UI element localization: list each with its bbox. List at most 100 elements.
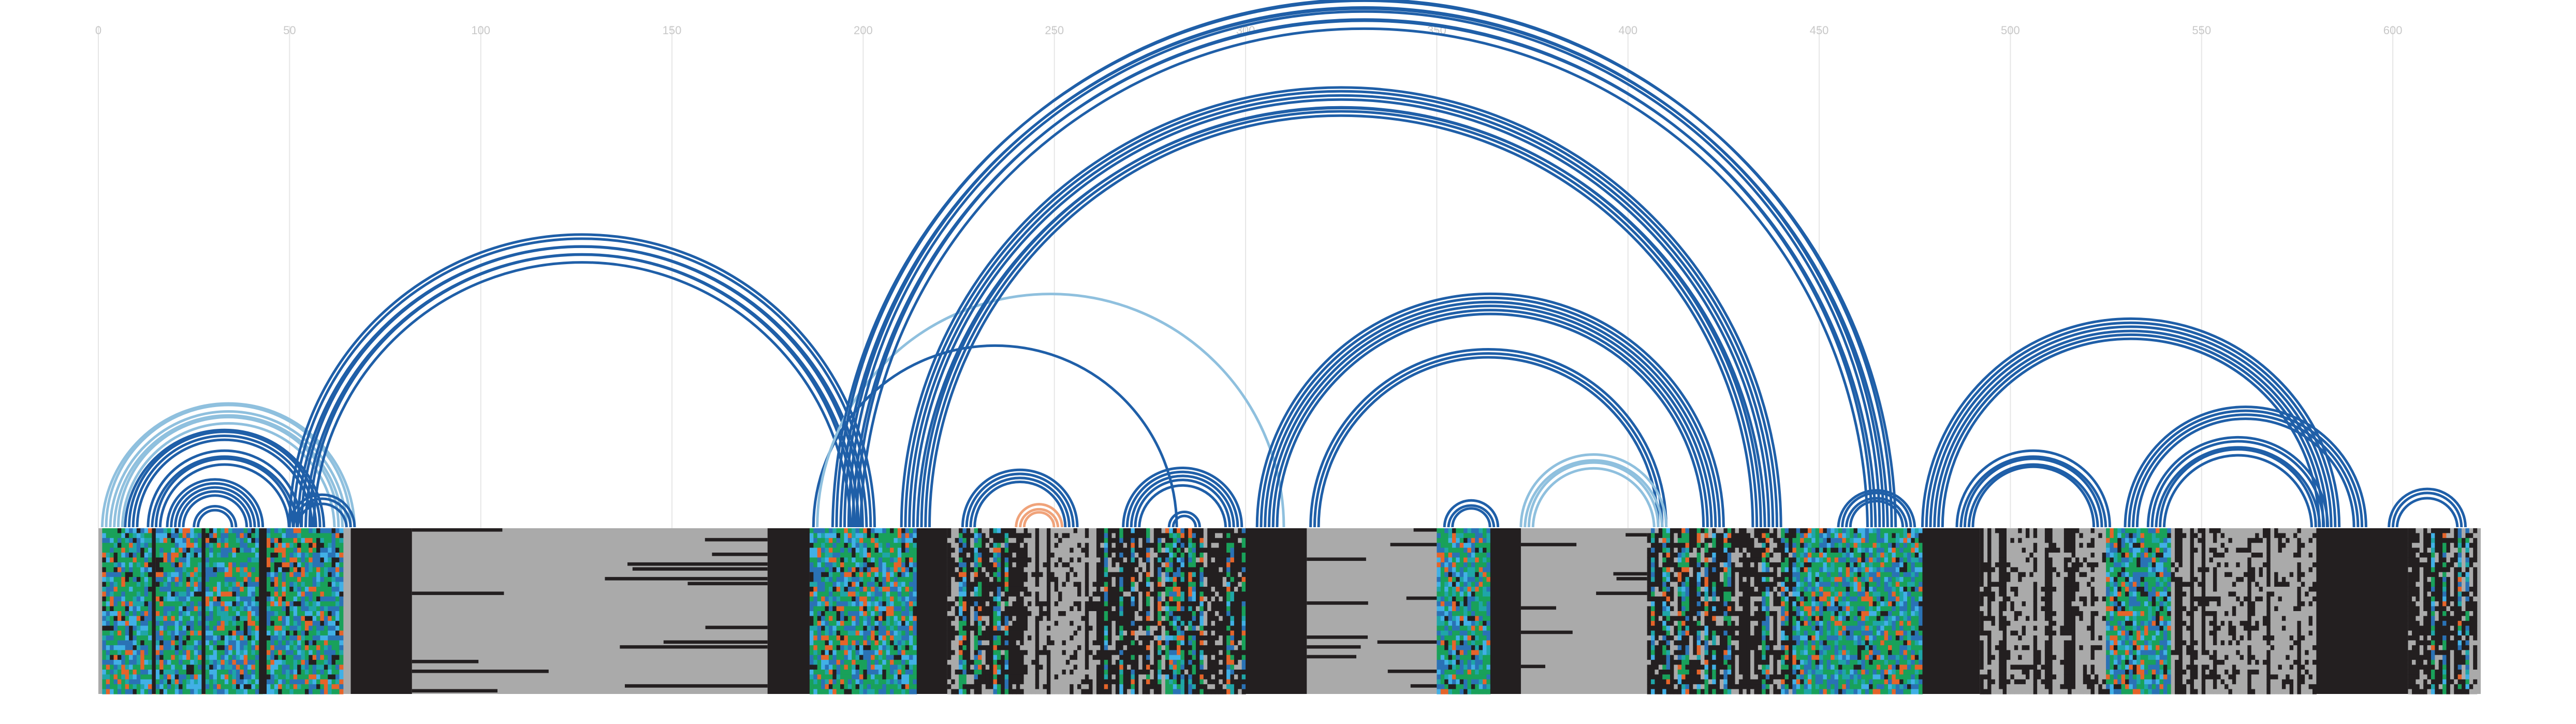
msa-cell [966, 567, 971, 573]
msa-cell [836, 684, 841, 690]
msa-cell [1108, 664, 1113, 670]
msa-cell [209, 543, 214, 548]
msa-cell [289, 650, 294, 656]
msa-cell [304, 630, 309, 636]
msa-cell [821, 660, 826, 665]
msa-cell [209, 601, 214, 607]
msa-cell [174, 572, 179, 577]
msa-cell [182, 582, 187, 587]
msa-cell [255, 679, 259, 685]
msa-cell [198, 645, 202, 650]
msa-cell [1081, 547, 1086, 553]
msa-cell [121, 626, 126, 631]
msa-cell [1001, 655, 1005, 660]
msa-cell [228, 557, 233, 563]
msa-cell [301, 630, 305, 636]
msa-cell [1150, 655, 1154, 660]
msa-cell [1096, 591, 1101, 597]
msa-cell [1146, 664, 1150, 670]
msa-cell [106, 553, 110, 558]
msa-cell [209, 630, 214, 636]
msa-cell [1127, 557, 1132, 563]
msa-cell [1004, 533, 1009, 539]
msa-cell [825, 557, 829, 563]
msa-cell [840, 601, 845, 607]
msa-cell [121, 606, 126, 612]
msa-cell [267, 660, 271, 665]
msa-cell [320, 567, 325, 573]
msa-cell [1031, 577, 1036, 583]
msa-cell [167, 562, 171, 568]
msa-cell [267, 577, 271, 583]
msa-cell [1001, 669, 1005, 675]
msa-cell [1131, 689, 1135, 694]
msa-cell [339, 547, 344, 553]
msa-cell [1127, 626, 1132, 631]
msa-cell [205, 543, 210, 548]
msa-cell [867, 674, 871, 680]
msa-cell [301, 553, 305, 558]
msa-cell [159, 596, 164, 602]
msa-cell [216, 679, 221, 685]
msa-cell [282, 650, 286, 656]
msa-cell [320, 635, 325, 641]
msa-cell [1050, 669, 1055, 675]
msa-cell [267, 674, 271, 680]
msa-cell [947, 572, 952, 577]
msa-cell [844, 689, 848, 694]
msa-cell [155, 640, 160, 646]
msa-cell [1020, 660, 1024, 665]
msa-cell [840, 596, 845, 602]
msa-cell [159, 655, 164, 660]
msa-cell [809, 674, 814, 680]
msa-cell [863, 562, 868, 568]
msa-cell [962, 533, 967, 539]
msa-cell [209, 626, 214, 631]
msa-cell [1050, 572, 1055, 577]
msa-cell [312, 674, 317, 680]
msa-cell [1004, 562, 1009, 568]
msa-cell [977, 611, 982, 617]
msa-cell [182, 606, 187, 612]
msa-cell [136, 679, 141, 685]
msa-cell [1077, 528, 1082, 534]
msa-cell [1085, 591, 1089, 597]
msa-cell [1065, 601, 1070, 607]
msa-cell [1142, 572, 1147, 577]
msa-cell [1104, 635, 1108, 641]
msa-cell [1035, 660, 1040, 665]
msa-cell [129, 577, 134, 583]
msa-cell [278, 616, 283, 621]
msa-cell [304, 557, 309, 563]
msa-cell [1054, 582, 1059, 587]
msa-cell [840, 630, 845, 636]
msa-cell [1062, 650, 1066, 656]
msa-cell [985, 669, 990, 675]
msa-cell [213, 586, 217, 592]
msa-cell [297, 572, 302, 577]
msa-cell [852, 640, 856, 646]
msa-cell [859, 679, 863, 685]
msa-cell [129, 689, 134, 694]
msa-cell [1146, 601, 1150, 607]
msa-cell [1008, 543, 1013, 548]
msa-cell [1070, 582, 1074, 587]
msa-cell [240, 567, 244, 573]
msa-cell [817, 601, 822, 607]
msa-cell [894, 640, 898, 646]
msa-cell [1046, 674, 1051, 680]
msa-cell [993, 557, 998, 563]
msa-cell [913, 553, 917, 558]
tick-label: 600 [2383, 24, 2403, 37]
msa-cell [1050, 664, 1055, 670]
msa-cell [1108, 567, 1113, 573]
msa-cell [1115, 669, 1120, 675]
msa-cell [148, 669, 153, 675]
msa-cell [993, 660, 998, 665]
msa-cell [847, 679, 852, 685]
msa-cell [186, 669, 191, 675]
msa-cell [817, 562, 822, 568]
msa-cell [171, 562, 175, 568]
msa-cell [1070, 660, 1074, 665]
msa-cell [989, 572, 994, 577]
